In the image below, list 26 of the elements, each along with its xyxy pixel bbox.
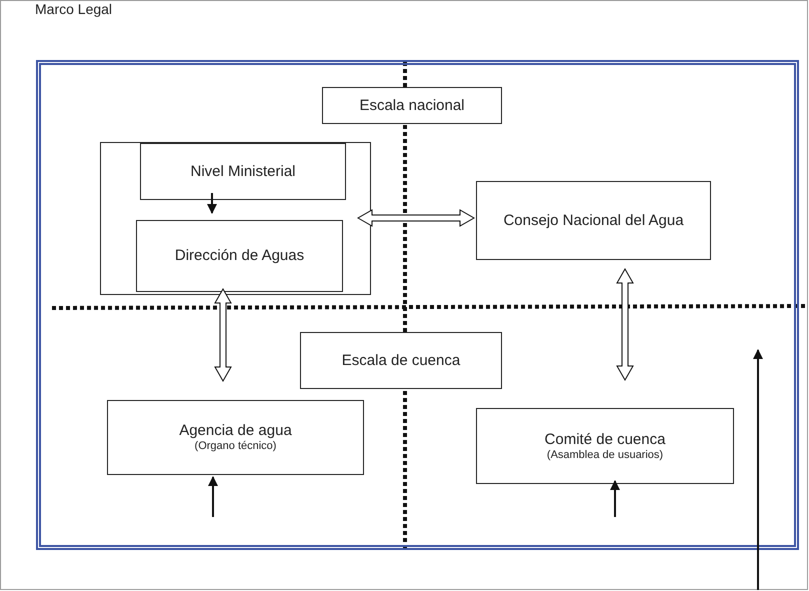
process-box	[300, 332, 502, 389]
box-label: Consejo Nacional del Agua	[503, 212, 684, 230]
group-box	[100, 142, 371, 295]
box-label: Agencia de agua	[179, 422, 292, 440]
arrow	[753, 349, 763, 590]
arrow	[610, 480, 620, 517]
box-sublabel: (Asamblea de usuarios)	[546, 448, 664, 462]
arrow	[207, 193, 217, 214]
double-arrow	[357, 209, 475, 227]
box-label: Nivel Ministerial	[190, 162, 296, 180]
process-box	[140, 143, 346, 200]
box-label: Comité de cuenca	[544, 430, 666, 448]
box-label: Escala de cuenca	[342, 352, 460, 370]
process-box	[476, 181, 711, 260]
double-arrow	[214, 288, 232, 382]
box-label: Dirección de Aguas	[174, 247, 304, 265]
arrow	[208, 476, 218, 517]
double-arrow	[616, 268, 634, 381]
process-box	[136, 220, 343, 292]
frame-title: Marco Legal	[35, 1, 112, 17]
process-box	[476, 408, 734, 484]
process-box	[107, 400, 364, 475]
box-label: Escala nacional	[359, 96, 465, 114]
process-box	[322, 87, 502, 124]
box-sublabel: (Organo técnico)	[194, 440, 276, 453]
framework-panel	[36, 60, 799, 550]
